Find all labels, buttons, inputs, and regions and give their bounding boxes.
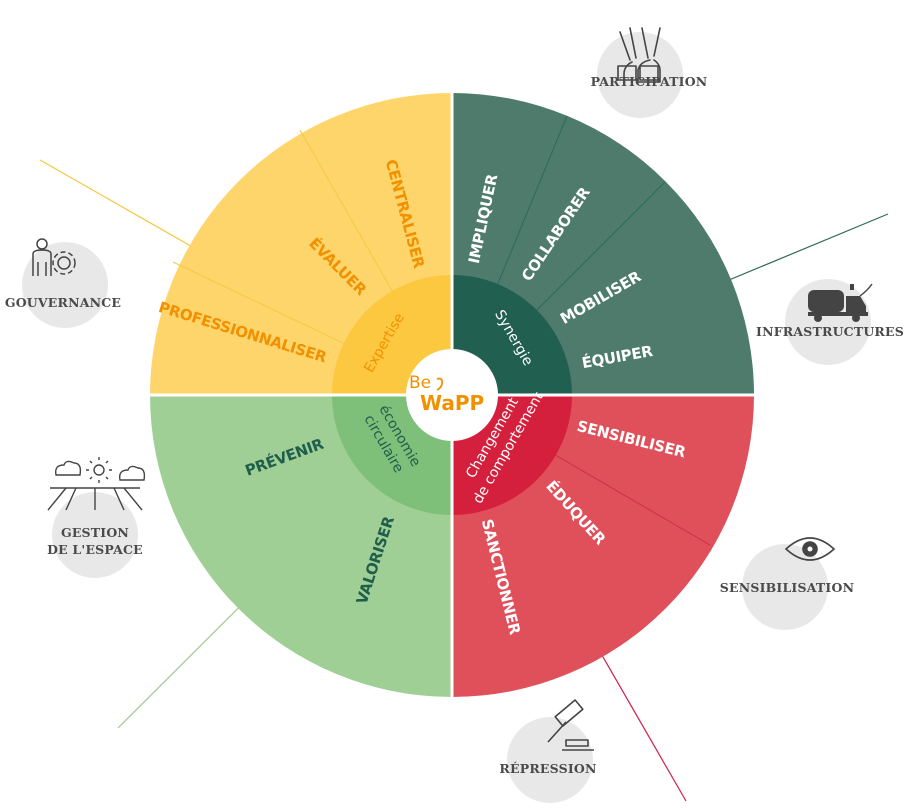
participation-label: PARTICIPATION [591, 74, 708, 89]
person-gear-icon [32, 238, 76, 276]
street-sweeper-truck-icon [808, 283, 873, 322]
weather-landscape-icon [47, 457, 146, 511]
eye-icon [784, 537, 836, 561]
space-label-line2: DE L'ESPACE [47, 542, 143, 557]
logo-wapp: WaPP [420, 391, 484, 415]
repression-bubble [507, 717, 593, 803]
repression-label: RÉPRESSION [499, 761, 596, 776]
logo-be: Be [409, 373, 431, 393]
gouvernance-bubble [22, 242, 108, 328]
hands-raised-icon [617, 27, 661, 83]
space-bubble [52, 492, 138, 578]
sensibilisation-bubble [742, 544, 828, 630]
gavel-icon [547, 699, 594, 751]
infrastructures-label: INFRASTRUCTURES [756, 324, 904, 339]
sensibilisation-label: SENSIBILISATION [720, 580, 854, 595]
center-logo-circle [406, 349, 498, 441]
gouvernance-label: GOUVERNANCE [5, 295, 121, 310]
logo-swirl-icon [436, 377, 444, 391]
space-label-line1: GESTION [61, 525, 129, 540]
